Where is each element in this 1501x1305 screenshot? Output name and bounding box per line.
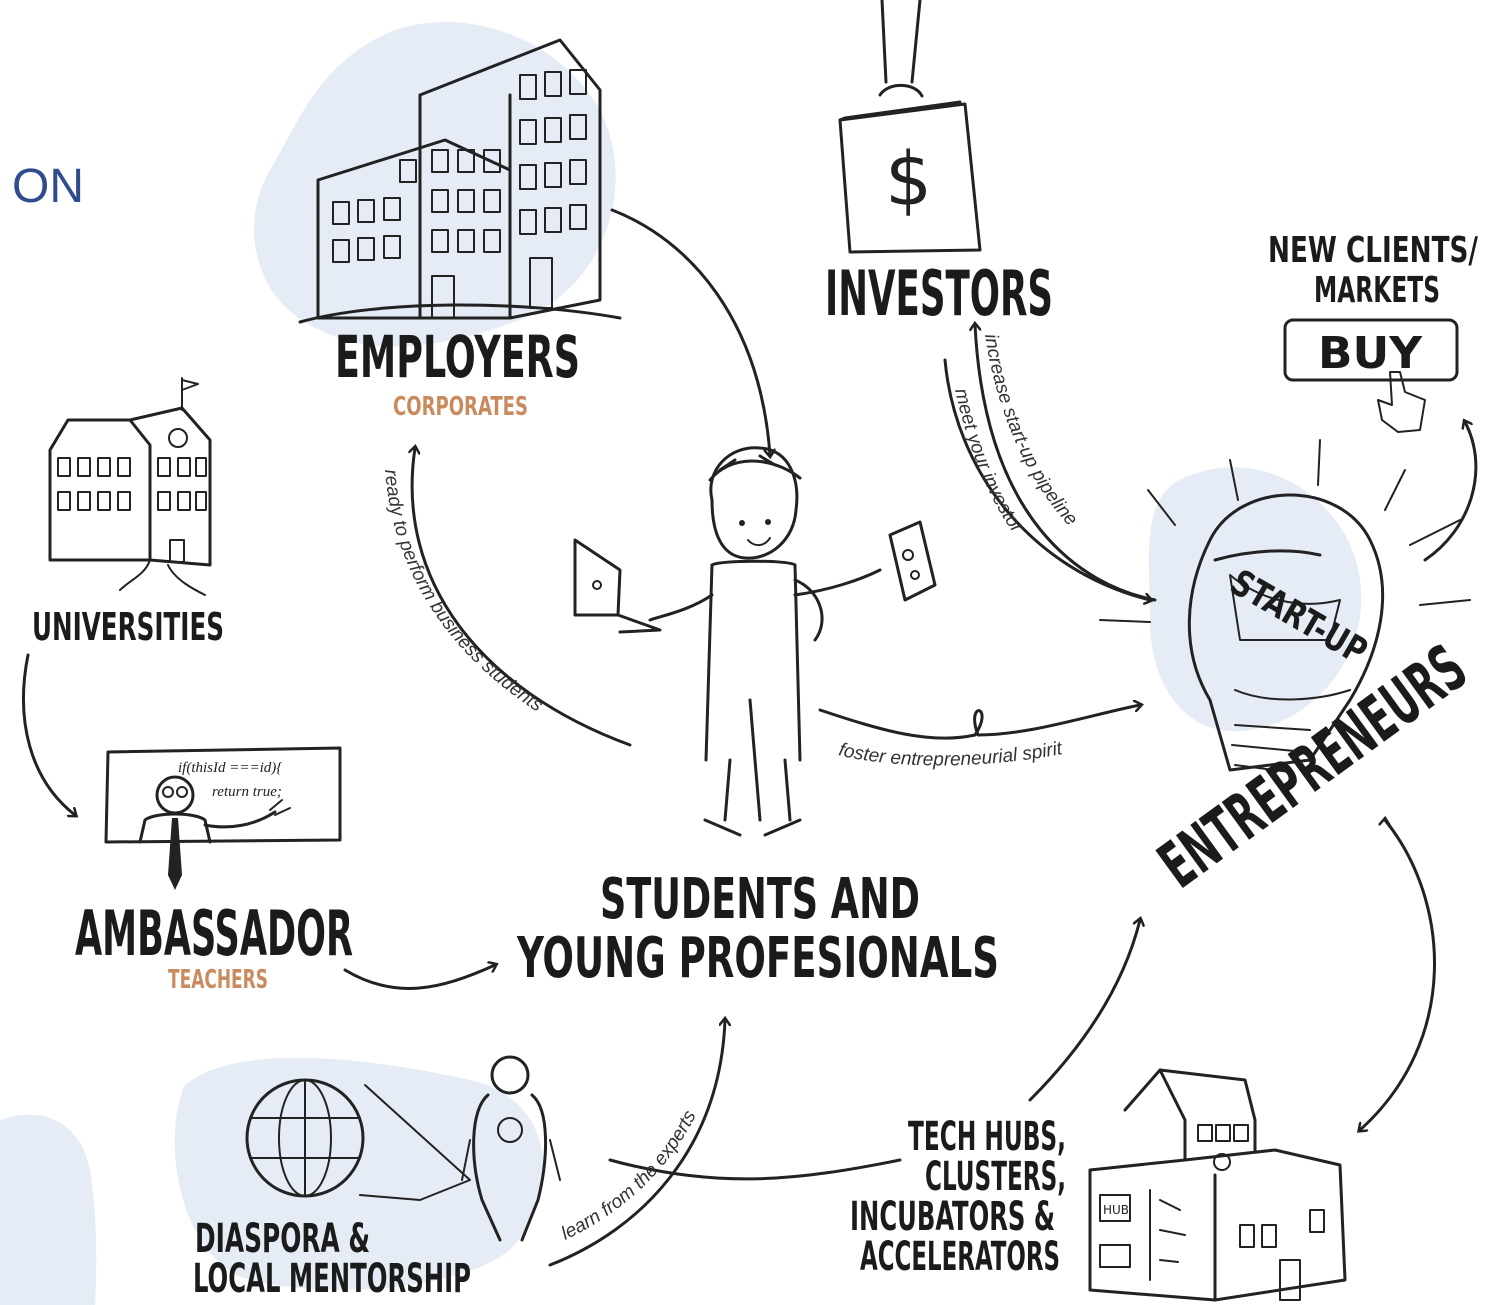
hub-sign: HUB bbox=[1103, 1203, 1129, 1217]
universities-title: UNIVERSITIES bbox=[32, 605, 224, 649]
tech-hub-building-icon: HUB bbox=[1088, 1068, 1347, 1302]
employers-subtitle: CORPORATES bbox=[393, 392, 528, 422]
foster-spirit-text: foster entrepreneurial spirit bbox=[837, 738, 1065, 770]
foster-spirit-note: foster entrepreneurial spirit bbox=[837, 738, 1065, 770]
diaspora-blob bbox=[174, 1057, 544, 1290]
student-figure-icon bbox=[573, 446, 937, 837]
lightbulb-icon bbox=[1099, 439, 1471, 773]
ready-to-perform-note: ready to perform business students bbox=[380, 469, 547, 717]
corner-title: ON bbox=[12, 160, 84, 213]
globe-icon bbox=[245, 1078, 365, 1198]
teacher-blackboard-icon: if(thisId ===id){ return true; bbox=[104, 746, 342, 890]
techhubs-line3: INCUBATORS & bbox=[850, 1194, 1055, 1240]
investors-title: INVESTORS bbox=[825, 257, 1053, 330]
left-corner-blob bbox=[0, 1114, 97, 1305]
employers-blob bbox=[254, 21, 616, 347]
diaspora-line2: LOCAL MENTORSHIP bbox=[193, 1256, 471, 1302]
ready-to-perform-text: ready to perform business students bbox=[380, 469, 547, 717]
techhubs-line2: CLUSTERS, bbox=[925, 1154, 1066, 1200]
flow-arrows bbox=[22, 208, 1478, 1267]
office-buildings-icon bbox=[298, 38, 622, 324]
students-line1: STUDENTS AND bbox=[600, 867, 920, 932]
money-briefcase-icon: $ bbox=[838, 0, 982, 254]
buy-button-label: BUY bbox=[1318, 328, 1424, 379]
new-clients-line1: NEW CLIENTS/ bbox=[1268, 230, 1478, 271]
university-building-icon bbox=[48, 377, 212, 596]
employers-title: EMPLOYERS bbox=[335, 323, 580, 391]
diaspora-line1: DIASPORA & bbox=[195, 1216, 370, 1262]
code-line-1: if(thisId ===id){ bbox=[178, 760, 282, 776]
code-line-2: return true; bbox=[212, 784, 282, 800]
ambassador-title: AMBASSADOR bbox=[75, 897, 353, 970]
students-line2: YOUNG PROFESIONALS bbox=[516, 926, 999, 991]
techhubs-line1: TECH HUBS, bbox=[908, 1114, 1066, 1160]
ambassador-subtitle: TEACHERS bbox=[168, 965, 268, 995]
techhubs-line4: ACCELERATORS bbox=[860, 1234, 1060, 1280]
new-clients-line2: MARKETS bbox=[1314, 270, 1440, 311]
pointing-hand-icon bbox=[1377, 371, 1426, 433]
entrepreneurs-blob bbox=[1148, 467, 1362, 732]
svg-text:$: $ bbox=[885, 137, 932, 223]
buy-button: BUY bbox=[1283, 318, 1459, 382]
mentor-figure-icon bbox=[359, 1055, 561, 1242]
